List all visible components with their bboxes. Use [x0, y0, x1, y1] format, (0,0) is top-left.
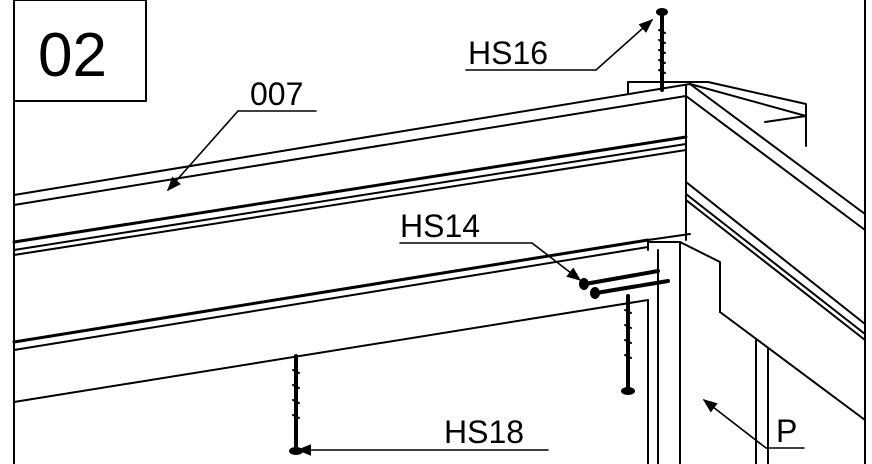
screws-hs14	[579, 269, 670, 299]
step-number-box	[13, 0, 147, 102]
step-number: 02	[38, 21, 107, 90]
label-p: P	[776, 413, 797, 449]
label-hs18: HS18	[444, 414, 524, 450]
screw-vertical-mid	[621, 294, 635, 395]
side-beam	[685, 83, 866, 421]
screw-hs18	[289, 354, 303, 455]
lower-beam	[12, 233, 691, 403]
top-cap	[627, 81, 807, 147]
screw-hs16	[656, 8, 668, 92]
leader-lines	[167, 19, 805, 456]
post-p	[647, 241, 769, 464]
label-hs14: HS14	[400, 208, 480, 244]
beam-007	[12, 83, 691, 256]
label-007: 007	[250, 76, 303, 112]
label-hs16: HS16	[468, 35, 548, 71]
